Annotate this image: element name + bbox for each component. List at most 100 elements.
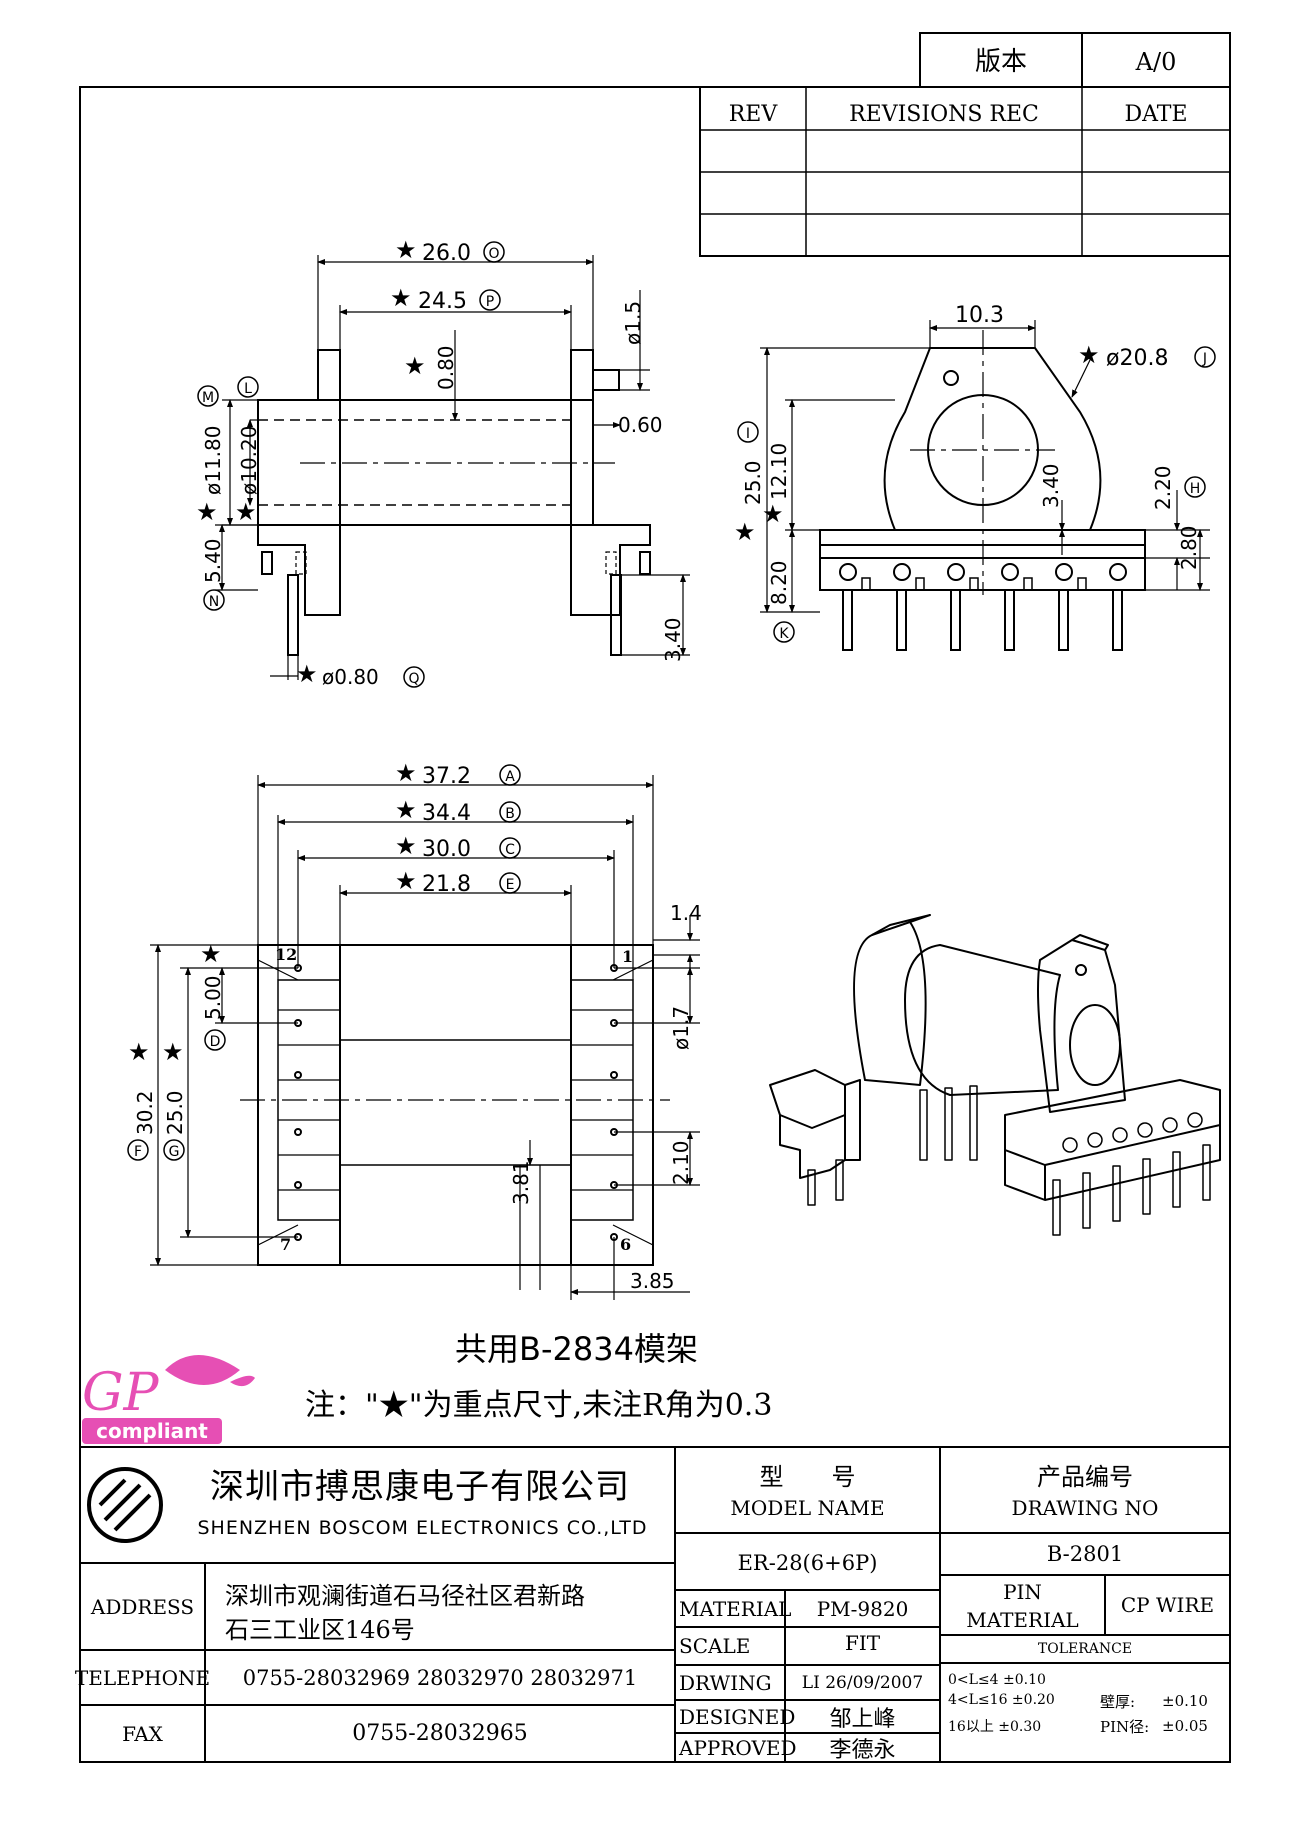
- dim-m-circle: [197, 385, 219, 407]
- pin-material-label-1: PIN: [1003, 1580, 1042, 1604]
- dim-e-value: 21.8: [422, 872, 471, 897]
- tolerance-label: TOLERANCE: [1037, 1641, 1133, 1657]
- dim-f-value: 30.2: [133, 1090, 157, 1135]
- dim-d-value: 5.00: [201, 975, 225, 1020]
- dim-p-star: ★: [390, 284, 412, 312]
- company-name-en: SHENZHEN BOSCOM ELECTRONICS CO.,LTD: [197, 1517, 648, 1539]
- fax-label: FAX: [122, 1721, 163, 1746]
- drawing-label-en: DRAWING NO: [1011, 1496, 1159, 1520]
- dim-l-value: ø10.20: [237, 426, 261, 496]
- bottom-view-labels: ★ 37.2 A ★ 34.4 B ★ 30.0 C ★ 21.8 E 1.4 …: [127, 759, 702, 1293]
- drawing-date: LI 26/09/2007: [801, 1672, 924, 1693]
- dim-c1-value: 3.40: [1039, 463, 1063, 508]
- dim-p-value: 24.5: [418, 289, 467, 314]
- dim-b-star: ★: [395, 796, 417, 824]
- dim-f-circle: [127, 1139, 149, 1161]
- dim-j-circle: [1194, 346, 1216, 368]
- dim-i-tag: I: [746, 426, 750, 442]
- dim-n-tag: N: [209, 594, 219, 610]
- side-view-dimensions: [215, 255, 690, 680]
- side-view-labels: ★ 26.0 O ★ 24.5 P ø1.5 ★ 0.80 0.60 M L ø…: [196, 236, 685, 689]
- address-line-2: 石三工业区146号: [225, 1615, 415, 1644]
- dim-g-value: 25.0: [163, 1090, 187, 1135]
- end-pin-3: [947, 563, 965, 581]
- end-pin-1: [839, 563, 857, 581]
- scale-value: FIT: [844, 1631, 881, 1655]
- dim-q-tag: Q: [408, 671, 419, 687]
- end-pin-6: [1109, 563, 1127, 581]
- wall-thickness-label: 壁厚:: [1100, 1692, 1136, 1711]
- dim-m-value: ø11.80: [201, 426, 225, 496]
- dim-flange-star: ★: [404, 352, 426, 380]
- pin-material-label-2: MATERIAL: [966, 1608, 1079, 1632]
- model-value: ER-28(6+6P): [737, 1551, 878, 1575]
- dim-j-value: ø20.8: [1106, 346, 1168, 371]
- dim-p-tag: P: [486, 294, 494, 310]
- end-pin-2: [893, 563, 911, 581]
- version-label: 版本: [975, 47, 1027, 77]
- dim-pin-width: 1.4: [670, 901, 702, 925]
- leaf-icon: [165, 1355, 240, 1385]
- dim-f-tag: F: [134, 1144, 142, 1160]
- material-label: MATERIAL: [679, 1596, 792, 1621]
- dim-h-tag: H: [1190, 481, 1201, 497]
- dim-f-star: ★: [128, 1038, 150, 1066]
- dim-o-value: 26.0: [422, 241, 471, 266]
- dim-l-tag: L: [244, 381, 252, 397]
- dim-d-tag: D: [210, 1034, 221, 1050]
- dim-j-star: ★: [1078, 341, 1100, 369]
- dim-i-circle: [737, 421, 759, 443]
- gp-logo-text: GP: [82, 1363, 160, 1423]
- telephone-value: 0755-28032969 28032970 28032971: [242, 1665, 638, 1690]
- dim-pin-dia: ø1.5: [621, 301, 645, 345]
- dim-m-star: ★: [196, 498, 218, 526]
- side-view: [257, 349, 651, 656]
- dim-pin-len: 3.40: [661, 617, 685, 662]
- end-pin-5: [1055, 563, 1073, 581]
- dim-k-tag: K: [779, 626, 789, 642]
- address-line-1: 深圳市观澜街道石马径社区君新路: [225, 1581, 585, 1610]
- end-view: [819, 330, 1146, 651]
- dim-c-circle: [499, 837, 521, 859]
- address-label: ADDRESS: [90, 1594, 195, 1619]
- end-view-labels: 10.3 ★ ø20.8 J I 25.0 ★ 12.10 ★ 8.20 K 3…: [734, 303, 1216, 643]
- dim-gap: 0.60: [618, 413, 663, 437]
- approved-label: APPROVED: [679, 1735, 797, 1760]
- designed-value: 邹上峰: [829, 1706, 896, 1732]
- dim-c-value: 30.0: [422, 837, 471, 862]
- gp-compliant-badge: GP compliant: [82, 1355, 255, 1444]
- key-dimension-note: 注："★"为重点尺寸,未注R角为0.3: [305, 1388, 772, 1423]
- pin-diameter-value: ±0.05: [1162, 1717, 1208, 1735]
- dim-n-circle: [203, 589, 225, 611]
- approved-value: 李德永: [829, 1737, 896, 1763]
- pin-material-value: CP WIRE: [1120, 1593, 1215, 1617]
- telephone-label: TELEPHONE: [74, 1665, 211, 1690]
- wall-thickness-value: ±0.10: [1162, 1692, 1208, 1710]
- tolerance-row-1: 0<L≤4 ±0.10: [948, 1672, 1046, 1688]
- dim-a-value: 37.2: [422, 764, 471, 789]
- dim-c-star: ★: [395, 832, 417, 860]
- outer-border: [79, 86, 1231, 1763]
- dim-d-star: ★: [200, 940, 222, 968]
- pin-label-6: 6: [620, 1235, 631, 1254]
- dim-b-circle: [499, 801, 521, 823]
- dim-i-value: 25.0: [741, 460, 765, 505]
- dim-t3-value: 3.85: [630, 1269, 675, 1293]
- pin-diameter-label: PIN径:: [1100, 1717, 1150, 1736]
- dim-h2-value: 2.80: [1177, 525, 1201, 570]
- dim-c-tag: C: [505, 842, 515, 858]
- company-logo-icon: [87, 1467, 163, 1543]
- dim-m-tag: M: [202, 390, 214, 406]
- tolerance-row-3: 16以上 ±0.30: [948, 1719, 1042, 1735]
- dim-o-star: ★: [395, 236, 417, 264]
- date-header: DATE: [1124, 102, 1187, 127]
- dim-pitch-value: ø1.7: [669, 1006, 693, 1050]
- dim-e-tag: E: [506, 877, 515, 893]
- end-view-dimensions: [760, 320, 1210, 613]
- dim-d-circle: [204, 1029, 226, 1051]
- bottom-view: [240, 944, 670, 1266]
- version-value: A/0: [1135, 48, 1177, 76]
- designed-label: DESIGNED: [679, 1704, 796, 1729]
- dim-q-circle: [403, 666, 425, 688]
- model-label-cn: 型 号: [759, 1462, 856, 1491]
